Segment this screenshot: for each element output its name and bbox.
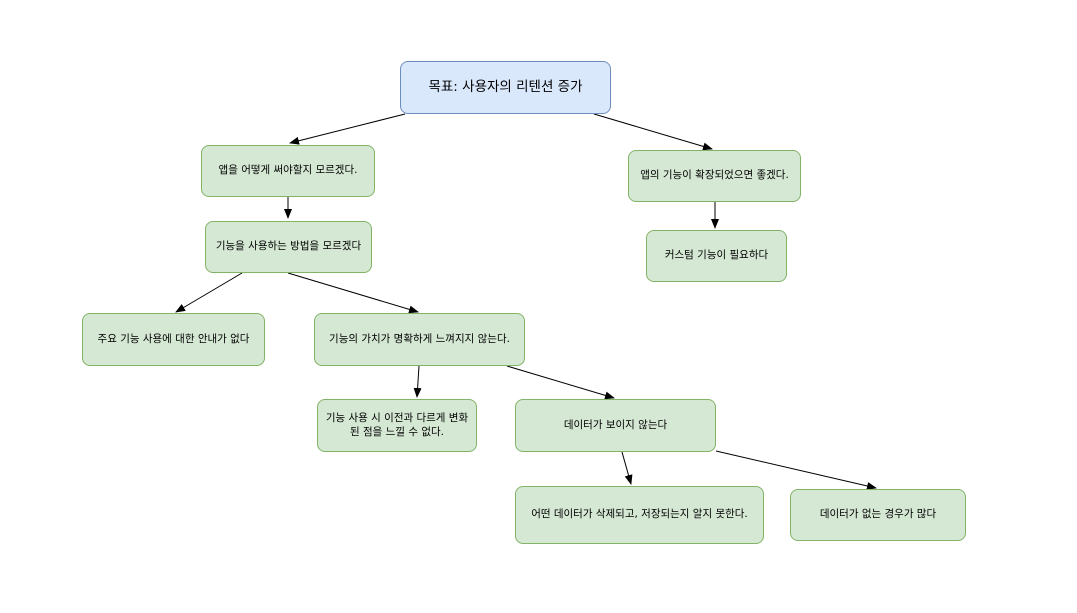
node-app-usage-unclear[interactable]: 앱을 어떻게 써야할지 모르겠다.: [201, 145, 375, 197]
node-data-often-missing[interactable]: 데이터가 없는 경우가 많다: [790, 489, 966, 541]
edge-n8-to-n10: [715, 450, 877, 490]
node-goal-label: 목표: 사용자의 리텐션 증가: [428, 78, 583, 95]
edge-n3-to-n6: [287, 272, 419, 314]
edge-n3-to-n5: [175, 272, 243, 313]
node-data-not-visible[interactable]: 데이터가 보이지 않는다: [515, 399, 716, 452]
node-data-save-delete-unknown[interactable]: 어떤 데이터가 삭제되고, 저장되는지 알지 못한다.: [515, 486, 764, 544]
node-value-unclear[interactable]: 기능의 가치가 명확하게 느껴지지 않는다.: [314, 313, 525, 366]
edge-n8-to-n9: [621, 451, 633, 485]
node-app-usage-unclear-label: 앱을 어떻게 써야할지 모르겠다.: [218, 164, 358, 177]
node-no-guide-label: 주요 기능 사용에 대한 안내가 없다: [97, 332, 250, 345]
edge-goal-to-n2: [593, 113, 713, 151]
edge-n6-to-n7: [413, 365, 422, 398]
node-feature-expansion[interactable]: 앱의 기능이 확장되었으면 좋겠다.: [628, 150, 801, 202]
edge-goal-to-n1: [289, 113, 406, 145]
node-data-save-delete-unknown-label: 어떤 데이터가 삭제되고, 저장되는지 알지 못한다.: [531, 508, 748, 521]
node-value-unclear-label: 기능의 가치가 명확하게 느껴지지 않는다.: [329, 332, 510, 345]
node-no-change-felt-label: 기능 사용 시 이전과 다르게 변화 된 점을 느낄 수 없다.: [325, 411, 469, 438]
node-data-not-visible-label: 데이터가 보이지 않는다: [563, 418, 668, 431]
node-data-often-missing-label: 데이터가 없는 경우가 많다: [819, 508, 937, 521]
node-no-change-felt[interactable]: 기능 사용 시 이전과 다르게 변화 된 점을 느낄 수 없다.: [317, 399, 477, 452]
node-custom-feature-needed-label: 커스텀 기능이 필요하다: [664, 249, 769, 262]
node-feature-expansion-label: 앱의 기능이 확장되었으면 좋겠다.: [640, 169, 789, 182]
node-feature-method-unknown-label: 기능을 사용하는 방법을 모르겠다: [215, 240, 362, 253]
node-goal[interactable]: 목표: 사용자의 리텐션 증가: [400, 61, 611, 114]
node-custom-feature-needed[interactable]: 커스텀 기능이 필요하다: [646, 230, 787, 282]
node-feature-method-unknown[interactable]: 기능을 사용하는 방법을 모르겠다: [205, 221, 372, 273]
edge-n6-to-n8: [506, 365, 615, 400]
node-no-guide[interactable]: 주요 기능 사용에 대한 안내가 없다: [82, 313, 265, 366]
